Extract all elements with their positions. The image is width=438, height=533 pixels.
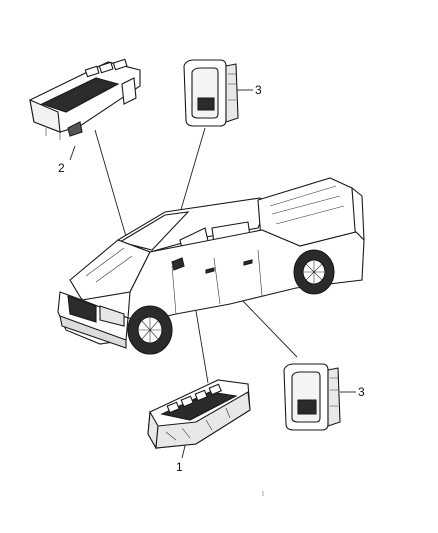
master-window-switch-part-1 [147,379,251,450]
leader-lines [69,89,356,459]
callout-part-3-lower: 3 [358,385,365,399]
single-window-switch-part-3-lower [283,363,341,431]
master-window-switch-part-2 [29,58,141,140]
footer-mark: I [262,491,264,498]
callout-part-1: 1 [176,460,183,474]
single-window-switch-part-3-upper [183,59,239,127]
callout-part-2: 2 [58,161,65,175]
pickup-truck-illustration [57,177,365,355]
callout-part-3-upper: 3 [255,83,262,97]
